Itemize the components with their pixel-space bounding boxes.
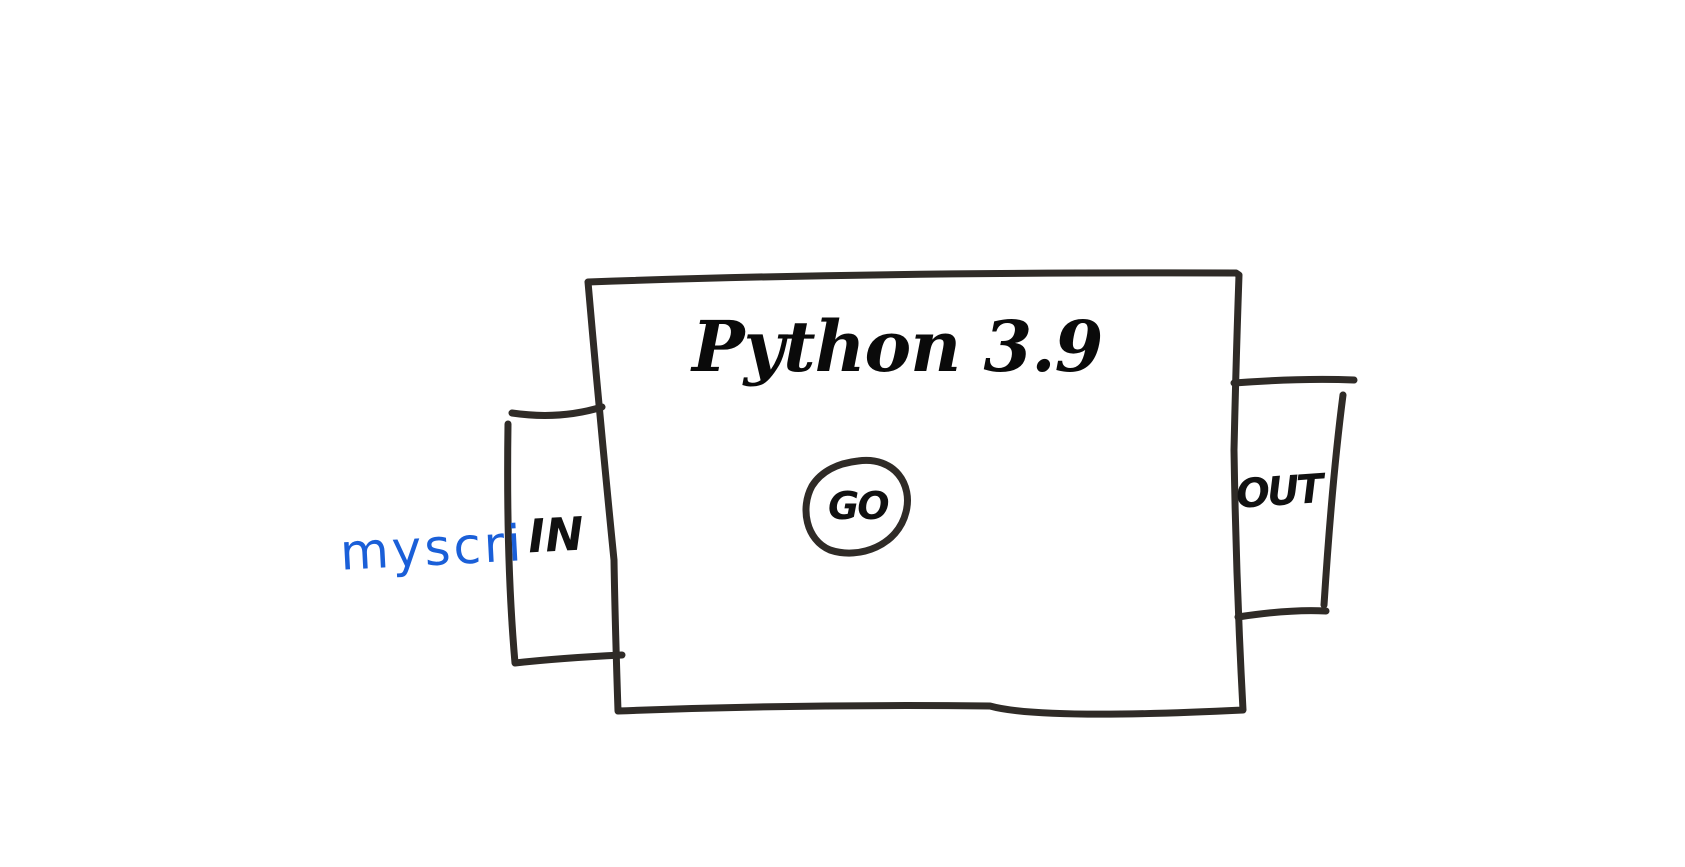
in-box	[504, 403, 626, 667]
in-label: IN	[526, 506, 585, 564]
out-label: OUT	[1234, 466, 1323, 518]
runtime-title: Python 3.9	[692, 305, 1103, 388]
out-box	[1230, 375, 1358, 621]
main-box	[584, 269, 1247, 718]
go-circle	[802, 456, 911, 557]
script-name-label: myscri	[338, 514, 526, 582]
go-button-label: GO	[828, 484, 889, 528]
